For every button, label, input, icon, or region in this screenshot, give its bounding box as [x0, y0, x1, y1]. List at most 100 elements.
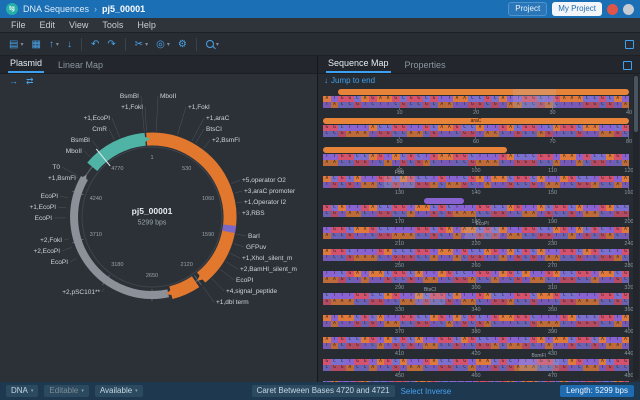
sequence-strand-forward[interactable]: CATTGACCTGGCAAGCCTTTGGCGATAACGCATTGGCCAG	[323, 381, 629, 382]
plasmid-label[interactable]: +1,BsmFI	[48, 175, 76, 182]
menu-view[interactable]: View	[62, 19, 95, 32]
breadcrumb-document[interactable]: pj5_00001	[102, 4, 145, 14]
notifications-icon[interactable]	[607, 4, 618, 15]
base-cell[interactable]: T	[468, 381, 476, 382]
select-inverse-button[interactable]: Select Inverse	[401, 387, 452, 396]
sequence-scrollbar[interactable]	[633, 74, 639, 380]
sequence-row[interactable]: CTTTGGCCAGTTACGGCATTGACCTGGCAAGCCTTTGGCG…	[323, 293, 629, 313]
annotation-bar[interactable]	[338, 89, 629, 95]
plasmid-label[interactable]: +2,BamHI_silent_m	[240, 266, 297, 273]
sequence-row[interactable]: TGGCAAGCCTTTGGCGATAACGCATTGGCCAGTACGCTGA…	[323, 227, 629, 247]
base-cell[interactable]: A	[507, 381, 515, 382]
base-cell[interactable]: C	[446, 381, 454, 382]
user-avatar[interactable]	[623, 4, 634, 15]
base-cell[interactable]: C	[323, 381, 331, 382]
tab-properties[interactable]: Properties	[403, 58, 448, 73]
base-cell[interactable]: G	[392, 381, 400, 382]
base-cell[interactable]: G	[484, 381, 492, 382]
plasmid-label[interactable]: +1,FokI	[121, 104, 143, 111]
visibility-icon-button[interactable]: ◎▾	[153, 37, 173, 52]
base-cell[interactable]: G	[622, 381, 630, 382]
sequence-row[interactable]: CATTGACCTGGCAAGCCTTTGGCGATAACGCATTGGCCAG…	[323, 381, 629, 382]
plasmid-label[interactable]: CmR	[92, 126, 107, 133]
plasmid-label[interactable]: +1,FokI	[188, 104, 210, 111]
base-cell[interactable]: A	[530, 381, 538, 382]
export-icon-button[interactable]: ↑▾	[46, 37, 62, 52]
base-cell[interactable]: G	[545, 381, 553, 382]
project-button[interactable]: Project	[508, 2, 547, 16]
plasmid-label[interactable]: EcoPI	[51, 259, 68, 266]
plasmid-label[interactable]: +1,dbl term	[216, 299, 249, 306]
plasmid-label[interactable]: +2,EcoPI	[33, 248, 60, 255]
sequence-row[interactable]: ATGGCAGAAGCGGCGTTAACCGCATTGGCTGAAACCGCAT…	[323, 89, 629, 116]
base-cell[interactable]: G	[583, 381, 591, 382]
tab-sequence-map[interactable]: Sequence Map	[326, 56, 391, 73]
nav-forward-icon[interactable]: →	[9, 76, 18, 86]
molecule-type-select[interactable]: DNA ▾	[6, 385, 38, 397]
plasmid-label[interactable]: +2,BsmFI	[212, 137, 240, 144]
app-logo-icon[interactable]: tg	[6, 3, 18, 15]
plasmid-label[interactable]: +3,araC promoter	[244, 188, 295, 195]
search-icon-button[interactable]: ▾	[203, 38, 222, 50]
base-cell[interactable]: T	[461, 381, 469, 382]
base-cell[interactable]: G	[430, 381, 438, 382]
base-cell[interactable]: C	[377, 381, 385, 382]
base-cell[interactable]: T	[346, 381, 354, 382]
breadcrumb-root[interactable]: DNA Sequences	[23, 4, 89, 14]
base-cell[interactable]: A	[415, 381, 423, 382]
sequence-row[interactable]: TTGGCCAGTACGCTGAAGGCTTTGACCCGGTAATGCCAGT…	[323, 147, 629, 174]
tab-linear-map[interactable]: Linear Map	[56, 58, 105, 73]
sequence-row[interactable]: ATGCCAGTACGCATTGGCAGCCTGTTCGATAACGGCATTA…	[323, 337, 629, 357]
enzyme-site-overlay[interactable]	[464, 227, 501, 239]
plasmid-label[interactable]: +4,signal_peptide	[226, 288, 277, 295]
tab-plasmid[interactable]: Plasmid	[8, 56, 44, 73]
save-icon-button[interactable]: ▦	[28, 37, 43, 52]
plasmid-label[interactable]: BsmBI	[71, 137, 90, 144]
base-cell[interactable]: C	[606, 381, 614, 382]
readonly-select[interactable]: Editable ▾	[44, 385, 88, 397]
sequence-rows[interactable]: ATGGCAGAAGCGGCGTTAACCGCATTGGCTGAAACCGCAT…	[318, 87, 640, 382]
base-cell[interactable]: G	[476, 381, 484, 382]
plasmid-label[interactable]: EcoPI	[35, 215, 52, 222]
enzyme-site-overlay[interactable]	[519, 359, 559, 371]
plasmid-map-svg[interactable]	[0, 87, 317, 385]
expand-panel-icon[interactable]	[623, 61, 632, 70]
plasmid-label[interactable]: +1,araC	[206, 115, 229, 122]
file-menu-icon-button[interactable]: ▤▾	[6, 37, 26, 52]
plasmid-label[interactable]: +1,EcoPI	[29, 204, 56, 211]
plasmid-label[interactable]: +1,XhoI_silent_m	[242, 255, 292, 262]
my-project-button[interactable]: My Project	[552, 2, 602, 16]
plasmid-label[interactable]: BarI	[248, 233, 260, 240]
base-cell[interactable]: G	[354, 381, 362, 382]
cut-icon-button[interactable]: ✂▾	[132, 37, 151, 52]
base-cell[interactable]: T	[384, 381, 392, 382]
base-cell[interactable]: G	[591, 381, 599, 382]
annotation-bar[interactable]	[424, 198, 464, 204]
enzyme-site-overlay[interactable]	[384, 176, 415, 188]
plasmid-label[interactable]: BtsCI	[206, 126, 222, 133]
sequence-row[interactable]: araCGGCTTTACCGGTTGCAAGCCATTGACGGTCAGGCAA…	[323, 118, 629, 145]
sequence-row[interactable]: ATAACGCATTGGCCAGTACGCTGAAGGCTTTGACCCGGTA…	[323, 315, 629, 335]
import-icon-button[interactable]: ↓	[64, 37, 75, 52]
jump-to-end-link[interactable]: Jump to end	[331, 76, 375, 85]
sequence-row[interactable]: AGGCTTTGACCCGGTAATGCCAGTACGCATTGGCAGCCTG…	[323, 249, 629, 269]
base-cell[interactable]: C	[438, 381, 446, 382]
sequence-row[interactable]: ACGCATTGGCAGCCTGTTCGATAACGGCATTAGCCTGGTA…	[323, 176, 629, 196]
menu-file[interactable]: File	[4, 19, 33, 32]
settings-icon-button[interactable]: ⚙	[175, 37, 190, 52]
plasmid-label[interactable]: +1,EcoPI	[83, 115, 110, 122]
plasmid-label[interactable]: MboII	[160, 93, 176, 100]
nav-swap-icon[interactable]: ⇄	[26, 76, 34, 86]
base-cell[interactable]: C	[553, 381, 561, 382]
plasmid-label[interactable]: EcoPI	[236, 277, 253, 284]
plasmid-label[interactable]: MboII	[66, 148, 82, 155]
base-cell[interactable]: A	[560, 381, 568, 382]
plasmid-label[interactable]: +3,RBS	[242, 210, 265, 217]
base-cell[interactable]: C	[537, 381, 545, 382]
plasmid-label[interactable]: +1,Operator I2	[244, 199, 286, 206]
menu-tools[interactable]: Tools	[95, 19, 130, 32]
menu-help[interactable]: Help	[130, 19, 163, 32]
plasmid-label[interactable]: +5,operator O2	[242, 177, 286, 184]
availability-select[interactable]: Available ▾	[95, 385, 143, 397]
menu-edit[interactable]: Edit	[33, 19, 63, 32]
